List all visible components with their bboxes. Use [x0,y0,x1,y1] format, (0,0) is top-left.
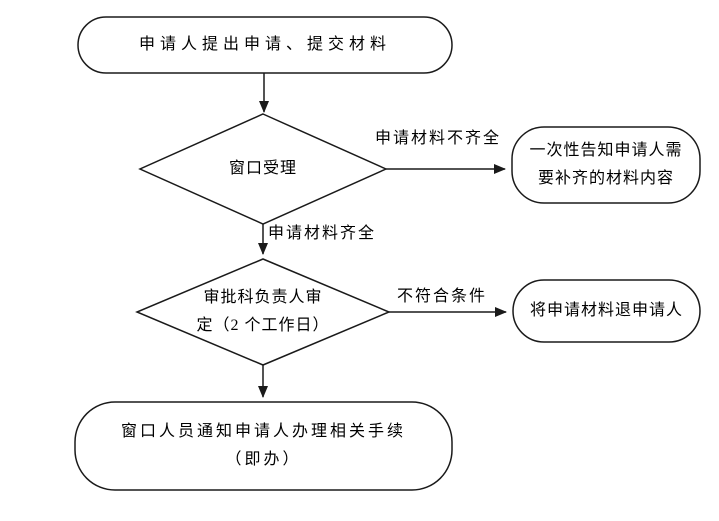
window-review-decision-shape [138,113,388,225]
start-terminator-shape [77,16,453,74]
return-materials-shape [512,279,701,343]
notify-supplement-shape [511,126,701,204]
final-terminator-shape [74,401,453,491]
approval-review-decision-shape [135,258,391,366]
